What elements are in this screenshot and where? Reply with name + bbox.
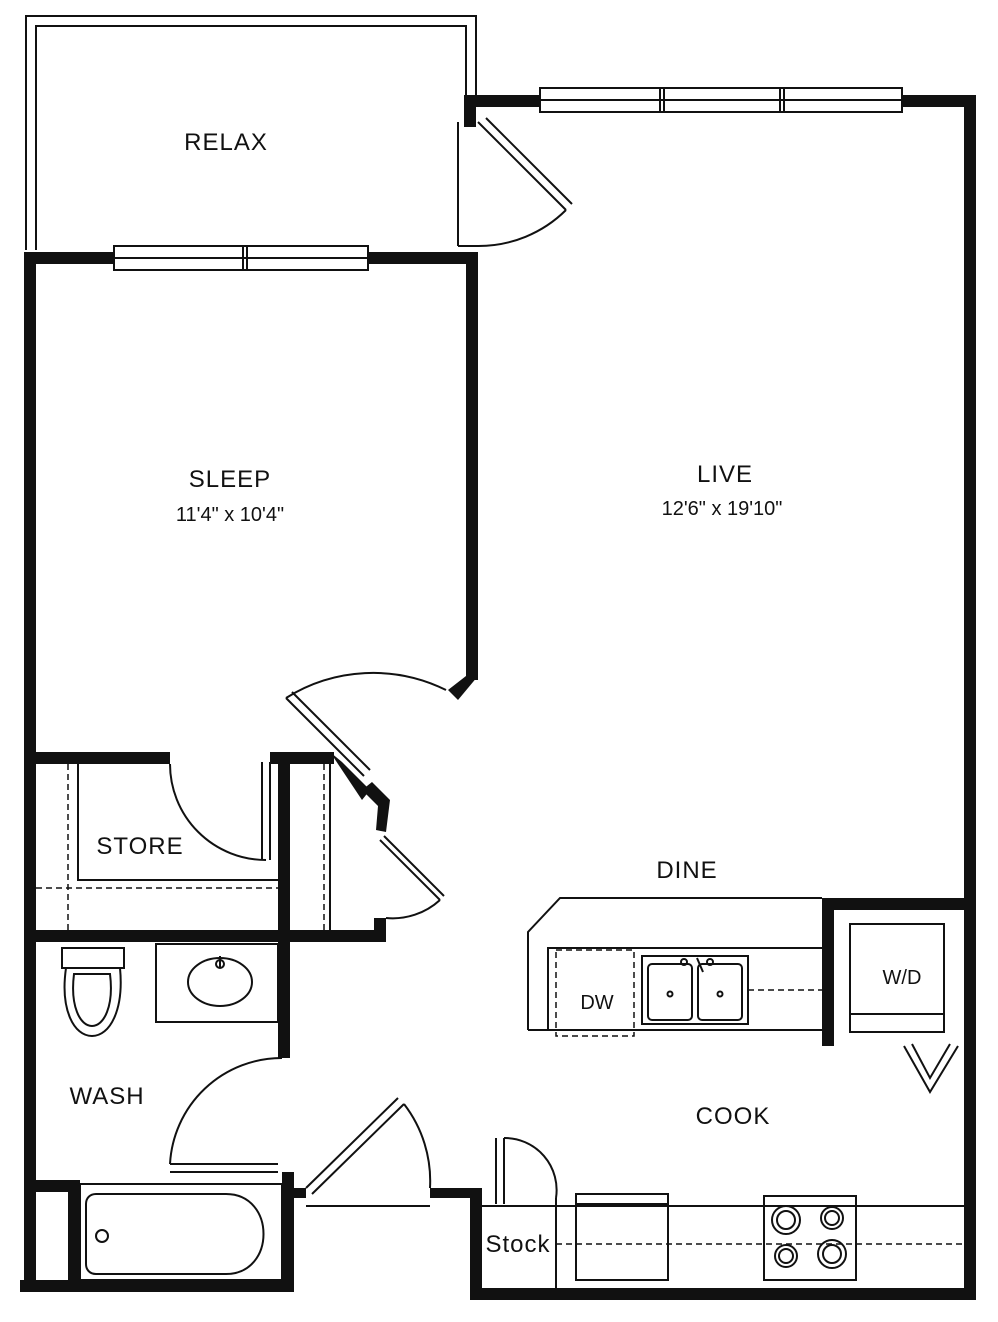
room-label-dine: DINE (656, 857, 717, 884)
bifold-door (903, 1043, 959, 1094)
washer-dryer (849, 923, 945, 1033)
appliance-label-wd: W/D (883, 967, 922, 989)
room-dims-sleep: 11'4" x 10'4" (176, 504, 284, 526)
room-dims-live: 12'6" x 19'10" (662, 498, 783, 520)
room-label-relax: RELAX (184, 129, 268, 156)
appliance-label-dw: DW (580, 992, 613, 1014)
cooktop-range (763, 1195, 857, 1281)
balcony-railing (25, 15, 477, 250)
refrigerator (575, 1193, 669, 1281)
room-label-wash: WASH (69, 1083, 144, 1110)
room-label-stock: Stock (485, 1231, 550, 1258)
room-label-store: STORE (96, 833, 183, 860)
door-balcony (457, 117, 573, 248)
bathtub (79, 1183, 283, 1281)
window-top-living (539, 87, 903, 113)
door-sleep (285, 671, 447, 777)
cook-counter (556, 1205, 964, 1245)
kitchen-sink (641, 955, 822, 1025)
kitchen-counter (527, 897, 822, 1031)
door-closet (379, 835, 445, 920)
toilet-fixture (61, 947, 125, 1038)
dishwasher (555, 949, 635, 1037)
door-store (169, 762, 271, 861)
walls (20, 95, 976, 1300)
coat-closet-shelving (323, 764, 331, 930)
room-label-sleep: SLEEP (189, 466, 271, 493)
door-entry (305, 1097, 432, 1207)
store-shelving (36, 764, 278, 930)
door-wash (169, 1056, 283, 1173)
room-label-cook: COOK (696, 1103, 771, 1130)
room-label-live: LIVE (697, 461, 753, 488)
sink-vanity (155, 943, 279, 1023)
door-stock (482, 1136, 558, 1288)
window-sleep (113, 245, 369, 271)
